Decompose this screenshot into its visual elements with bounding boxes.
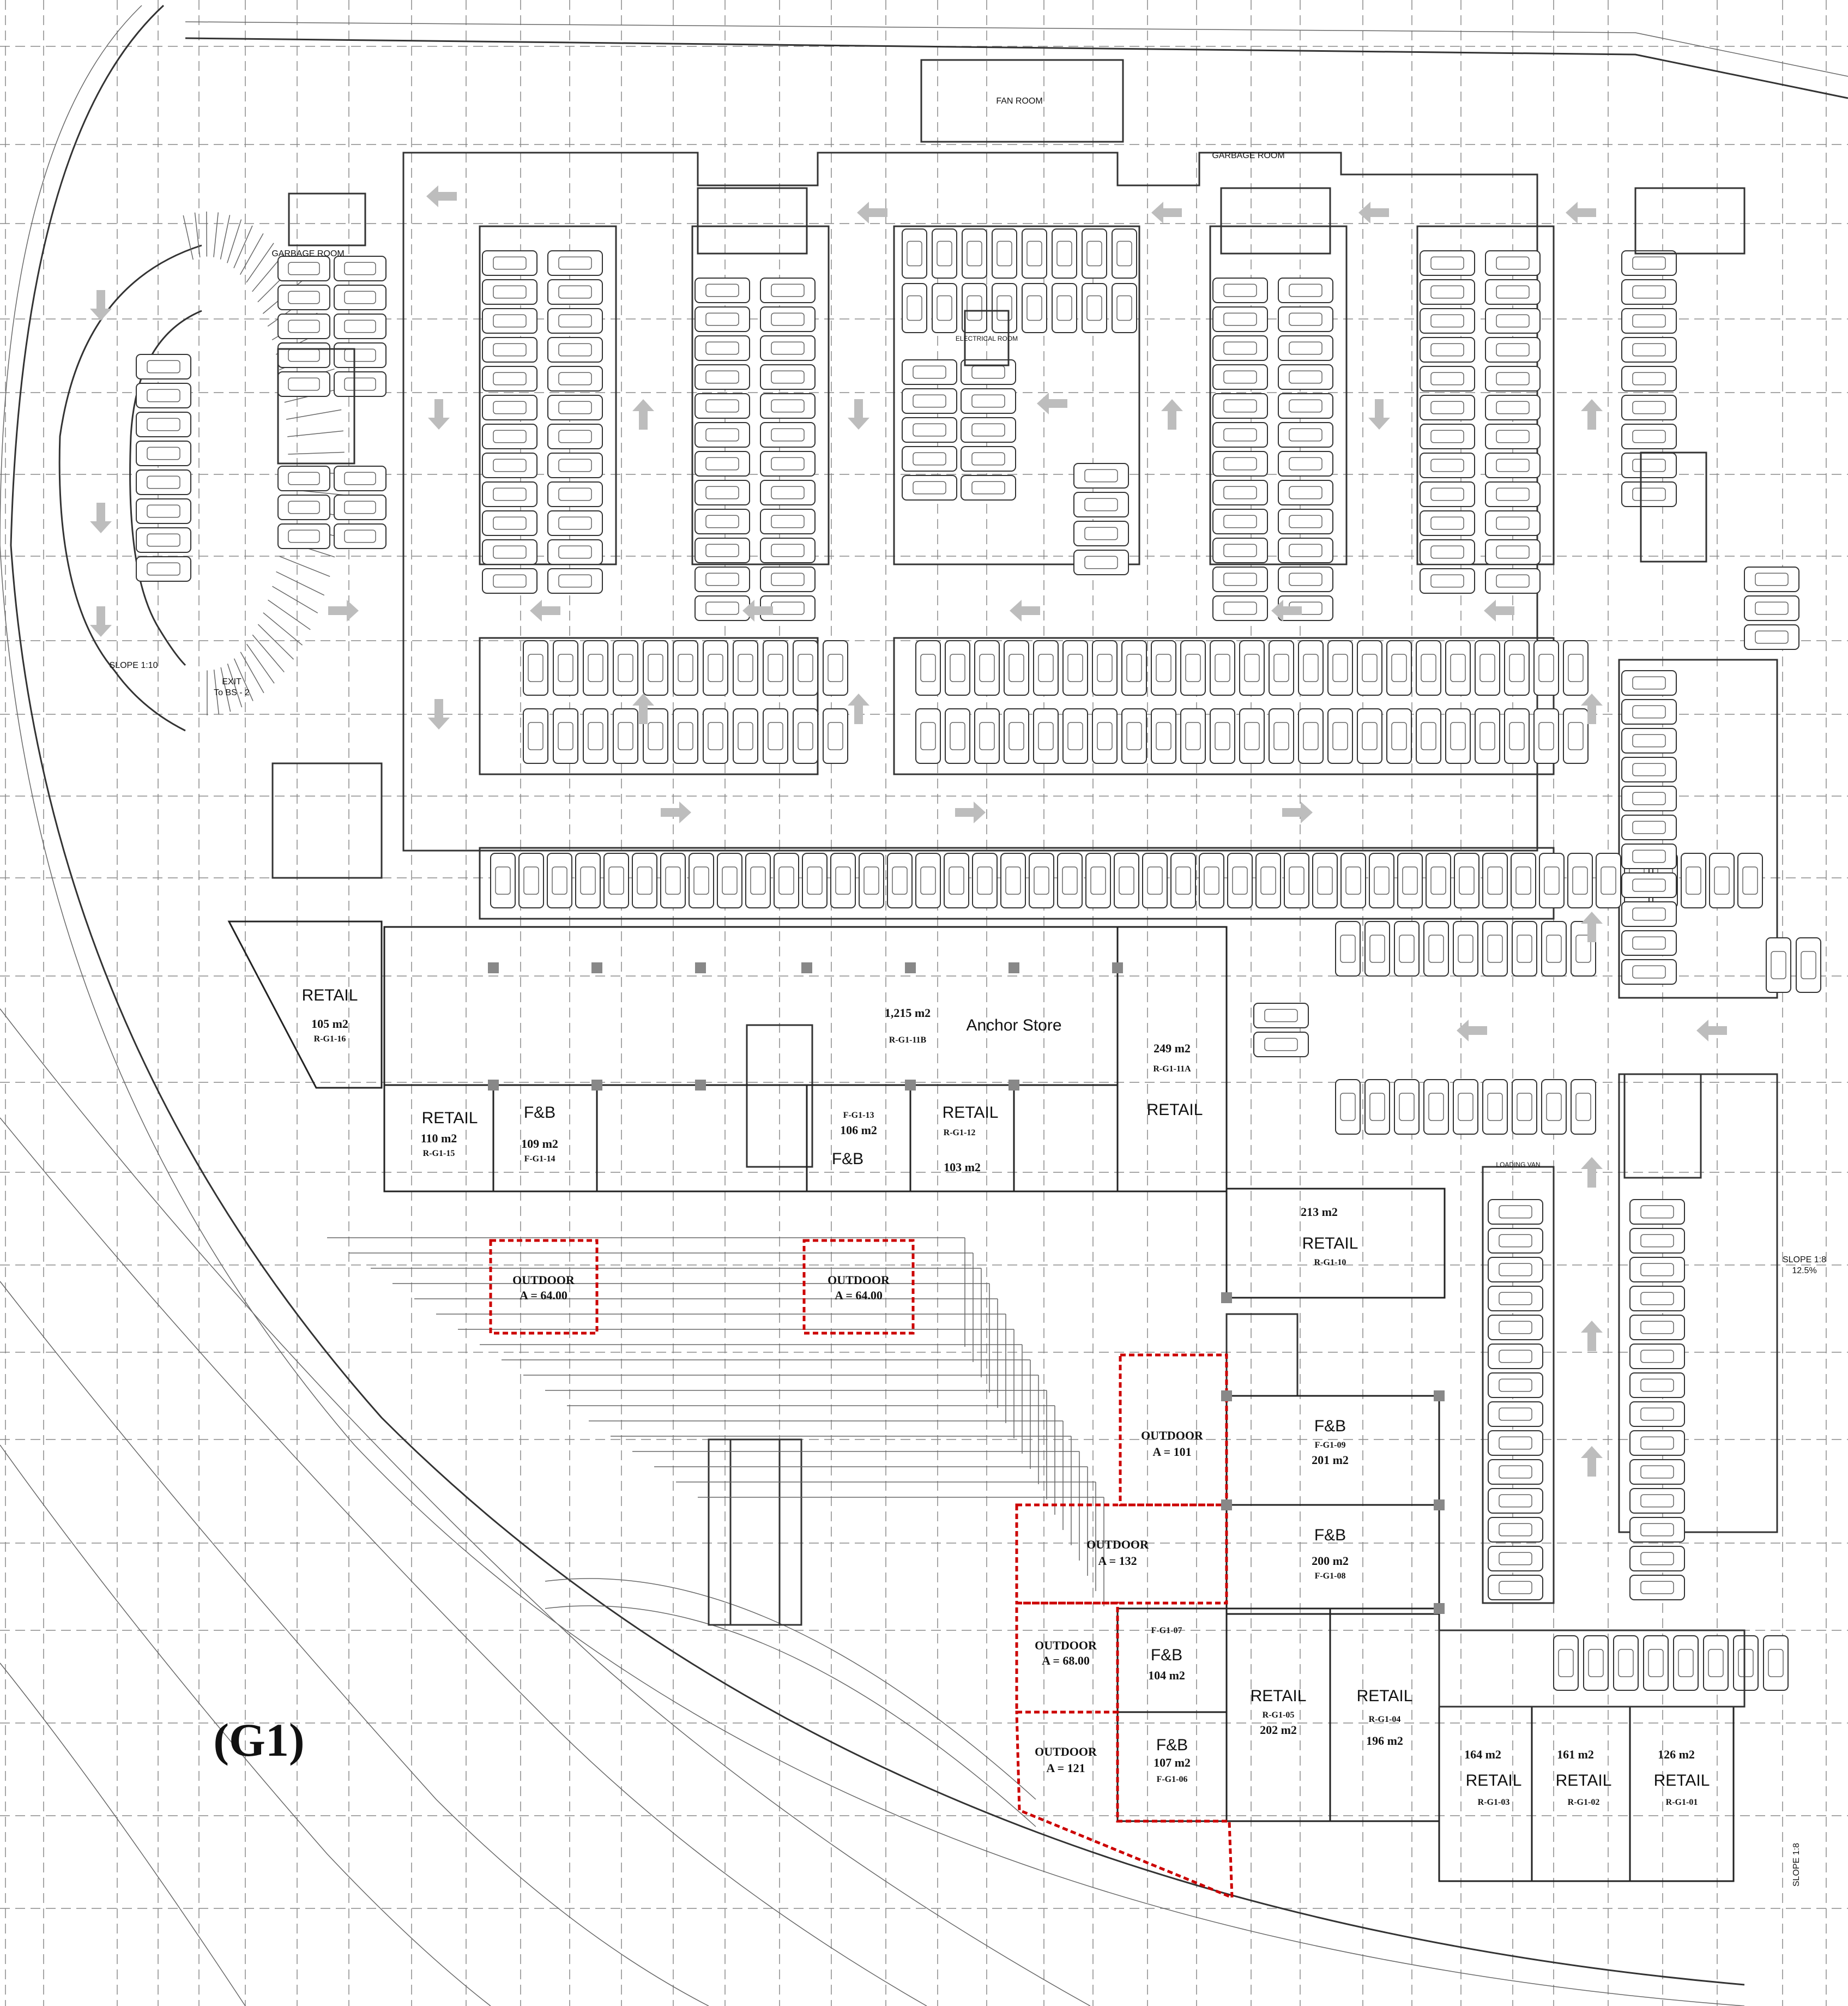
slope-right-label: SLOPE 1:8 [1783, 1255, 1826, 1264]
loading-van-label: LOADING VAN [1496, 1161, 1540, 1168]
outdoor-label: OUTDOOR [1035, 1745, 1097, 1758]
unit-area: 109 m2 [521, 1137, 558, 1150]
traffic-arrows [90, 185, 1727, 1477]
parking-stalls [136, 228, 1821, 1691]
unit-area: 104 m2 [1148, 1668, 1185, 1682]
unit-type: F&B [1156, 1736, 1188, 1754]
unit-id: R-G1-10 [1314, 1258, 1346, 1267]
unit-type: RETAIL [1466, 1772, 1522, 1790]
outdoor-label: OUTDOOR [512, 1273, 575, 1287]
slope-bottom-label: SLOPE 1:8 [1792, 1843, 1801, 1887]
slope-left-label: SLOPE 1:10 [110, 661, 158, 670]
unit-labels: RETAIL 105 m2 R-G1-16 RETAIL 110 m2 R-G1… [302, 986, 1710, 1807]
unit-type: RETAIL [1357, 1687, 1413, 1705]
unit-type: RETAIL [1556, 1772, 1612, 1790]
unit-type: RETAIL [1147, 1101, 1203, 1119]
unit-type: RETAIL [1654, 1772, 1710, 1790]
unit-id: R-G1-16 [314, 1034, 346, 1044]
unit-type: RETAIL [1251, 1687, 1307, 1705]
unit-type: RETAIL [302, 986, 358, 1004]
outdoor-labels: OUTDOOR A = 64.00 OUTDOOR A = 64.00 OUTD… [512, 1273, 1204, 1775]
unit-area: 202 m2 [1260, 1723, 1297, 1737]
outdoor-label: OUTDOOR [828, 1273, 890, 1287]
unit-id: R-G1-04 [1369, 1715, 1401, 1724]
unit-id: R-G1-03 [1478, 1798, 1510, 1807]
exit-label: EXIT [222, 677, 241, 686]
unit-area: 201 m2 [1312, 1453, 1349, 1467]
unit-area: 196 m2 [1366, 1734, 1403, 1748]
fan-room-label: FAN ROOM [996, 97, 1042, 106]
unit-id: R-G1-11A [1153, 1064, 1191, 1074]
plaza-terraces [327, 1237, 1104, 1606]
unit-area: 249 m2 [1154, 1041, 1191, 1055]
garbage-room-left-label: GARBAGE ROOM [271, 249, 344, 258]
unit-id: F-G1-06 [1157, 1775, 1188, 1784]
unit-area: 213 m2 [1301, 1205, 1338, 1219]
unit-id: R-G1-15 [423, 1149, 455, 1158]
outdoor-label: OUTDOOR [1035, 1638, 1097, 1652]
unit-type: F&B [832, 1150, 863, 1168]
unit-type: RETAIL [422, 1109, 478, 1127]
unit-id: R-G1-05 [1263, 1710, 1295, 1720]
unit-id: F-G1-08 [1315, 1571, 1346, 1581]
unit-id: F-G1-09 [1315, 1441, 1346, 1450]
slope-right-percent: 12.5% [1792, 1266, 1816, 1275]
unit-id: F-G1-07 [1151, 1626, 1182, 1635]
outdoor-label: OUTDOOR [1086, 1538, 1149, 1551]
outdoor-area: A = 64.00 [835, 1288, 883, 1302]
outdoor-zones [489, 1239, 1234, 1900]
unit-id: F-G1-14 [524, 1154, 555, 1164]
unit-id: F-G1-13 [843, 1111, 874, 1120]
unit-area: 126 m2 [1658, 1748, 1695, 1761]
unit-type: F&B [1314, 1417, 1346, 1435]
stair-cores: FAN ROOM ELECTRICAL ROOM GARBAGE ROOM GA… [271, 59, 1746, 1626]
unit-area: 106 m2 [840, 1123, 877, 1137]
unit-type: F&B [1314, 1526, 1346, 1544]
unit-area: 103 m2 [944, 1160, 981, 1174]
unit-area: 161 m2 [1557, 1748, 1594, 1761]
unit-area: 110 m2 [421, 1131, 457, 1145]
unit-area: 1,215 m2 [885, 1006, 931, 1020]
plan-annotations: (G1) SLOPE 1:10 EXIT To BS - 2 SLOPE 1:8… [110, 661, 1827, 1887]
unit-id: R-G1-11B [889, 1035, 927, 1045]
unit-area: 200 m2 [1312, 1554, 1349, 1568]
site-boundary [0, 4, 1848, 2006]
plan-title: (G1) [213, 1714, 304, 1766]
unit-id: R-G1-12 [944, 1128, 976, 1137]
unit-type: F&B [524, 1104, 555, 1122]
unit-type: Anchor Store [966, 1016, 1061, 1034]
outdoor-area: A = 121 [1046, 1761, 1085, 1775]
outdoor-area: A = 68.00 [1042, 1654, 1090, 1667]
outdoor-label: OUTDOOR [1141, 1429, 1204, 1442]
outdoor-area: A = 132 [1098, 1554, 1137, 1568]
unit-type: RETAIL [1302, 1234, 1358, 1252]
unit-area: 105 m2 [311, 1017, 348, 1031]
exit-destination-label: To BS - 2 [214, 688, 250, 697]
unit-area: 107 m2 [1154, 1756, 1191, 1769]
outdoor-area: A = 101 [1152, 1445, 1191, 1459]
unit-id: R-G1-01 [1666, 1798, 1698, 1807]
outdoor-area: A = 64.00 [520, 1288, 567, 1302]
unit-type: RETAIL [943, 1104, 999, 1122]
unit-area: 164 m2 [1464, 1748, 1501, 1761]
electrical-room-label: ELECTRICAL ROOM [956, 335, 1018, 342]
garbage-room-right-label: GARBAGE ROOM [1212, 151, 1284, 160]
unit-id: R-G1-02 [1568, 1798, 1600, 1807]
unit-type: F&B [1151, 1646, 1182, 1664]
